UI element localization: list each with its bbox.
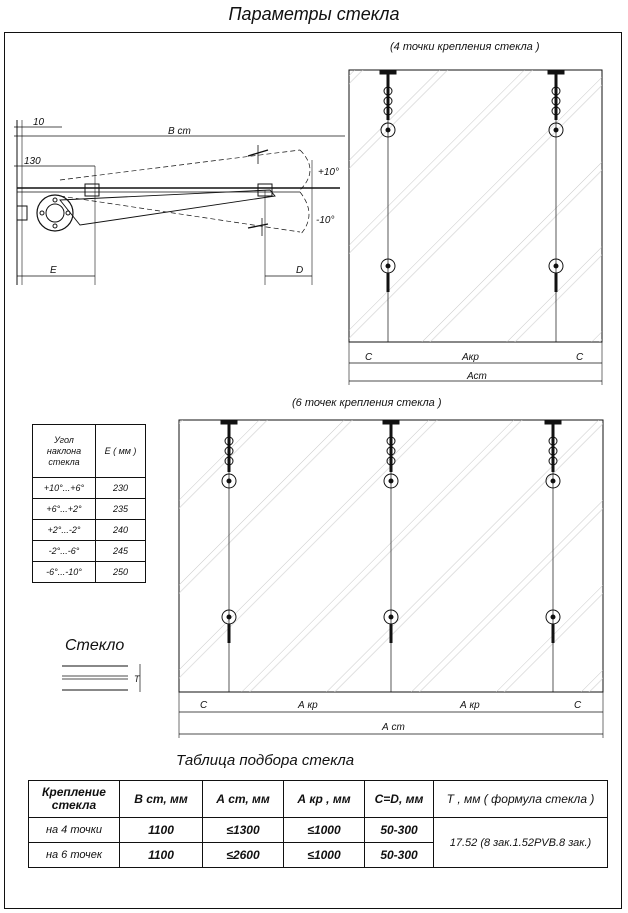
six-a-kr-1: А кр [297,700,318,711]
a-st-cell: ≤2600 [202,842,284,868]
six-point-caption: (6 точек крепления стекла ) [292,397,442,409]
cd-header: С=D, мм [364,780,434,818]
e-cell: 230 [95,477,146,499]
selection-table-title: Таблица подбора стекла [176,752,354,769]
angle-header: Угол наклона стекла [32,424,96,478]
angle-header-line: наклона [46,445,82,456]
angle-minus-label: -10° [316,215,334,226]
a-kr-cell: ≤1000 [283,842,365,868]
dim-e: E [50,265,57,276]
six-c-left: C [200,700,208,711]
angle-header-line: Угол [54,434,74,445]
e-cell: 235 [95,498,146,520]
angle-cell: -2°...-6° [32,540,96,562]
a-st-header: А ст, мм [202,780,284,818]
a-kr-header: А кр , мм [283,780,365,818]
b-st-header: В ст, мм [119,780,203,818]
angle-cell: +2°...-2° [32,519,96,541]
b-st-cell: 1100 [119,842,203,868]
e-cell: 245 [95,540,146,562]
four-point-panel [348,69,603,385]
six-c-right: C [574,700,582,711]
angle-table: Угол наклона стекла E ( мм ) +10°...+6°2… [32,424,146,583]
dim-d: D [296,265,303,276]
a-kr-cell: ≤1000 [283,817,365,843]
glass-section [62,664,141,692]
angle-cell: +10°...+6° [32,477,96,499]
a-st-cell: ≤1300 [202,817,284,843]
six-point-panel [178,419,604,738]
four-a-st: Аст [466,371,487,382]
angle-plus-label: +10° [318,167,339,178]
six-a-kr-2: А кр [459,700,480,711]
side-view [14,120,345,285]
dim-130: 130 [24,156,41,167]
page-title: Параметры стекла [228,4,400,24]
four-c-left: C [365,352,373,363]
e-cell: 250 [95,561,146,583]
angle-cell: -6°...-10° [32,561,96,583]
mount-header-line: стекла [51,798,97,812]
angle-header-line: стекла [48,456,80,467]
selection-table: Крепление стекла В ст, мм А ст, мм А кр … [28,780,608,868]
glass-section-caption: Стекло [65,637,124,654]
dim-10: 10 [33,117,45,128]
t-header: Т , мм ( формула стекла ) [433,780,608,818]
mount-header-line: Крепление [42,785,106,799]
e-header: E ( мм ) [95,424,146,478]
four-point-caption: (4 точки крепления стекла ) [390,41,540,53]
six-a-st: А ст [381,722,405,733]
glass-t-label: T [134,674,141,684]
four-a-kr: Акр [461,352,479,363]
mount-header: Крепление стекла [28,780,120,818]
four-c-right: C [576,352,584,363]
e-cell: 240 [95,519,146,541]
cd-cell: 50-300 [364,817,434,843]
cd-cell: 50-300 [364,842,434,868]
b-st-cell: 1100 [119,817,203,843]
dim-b-st: B ст [168,126,191,137]
drawing-frame [4,32,622,909]
mount-cell: на 6 точек [28,842,120,868]
formula-cell: 17.52 (8 зак.1.52PVB.8 зак.) [433,817,608,868]
mount-cell: на 4 точки [28,817,120,843]
angle-cell: +6°...+2° [32,498,96,520]
